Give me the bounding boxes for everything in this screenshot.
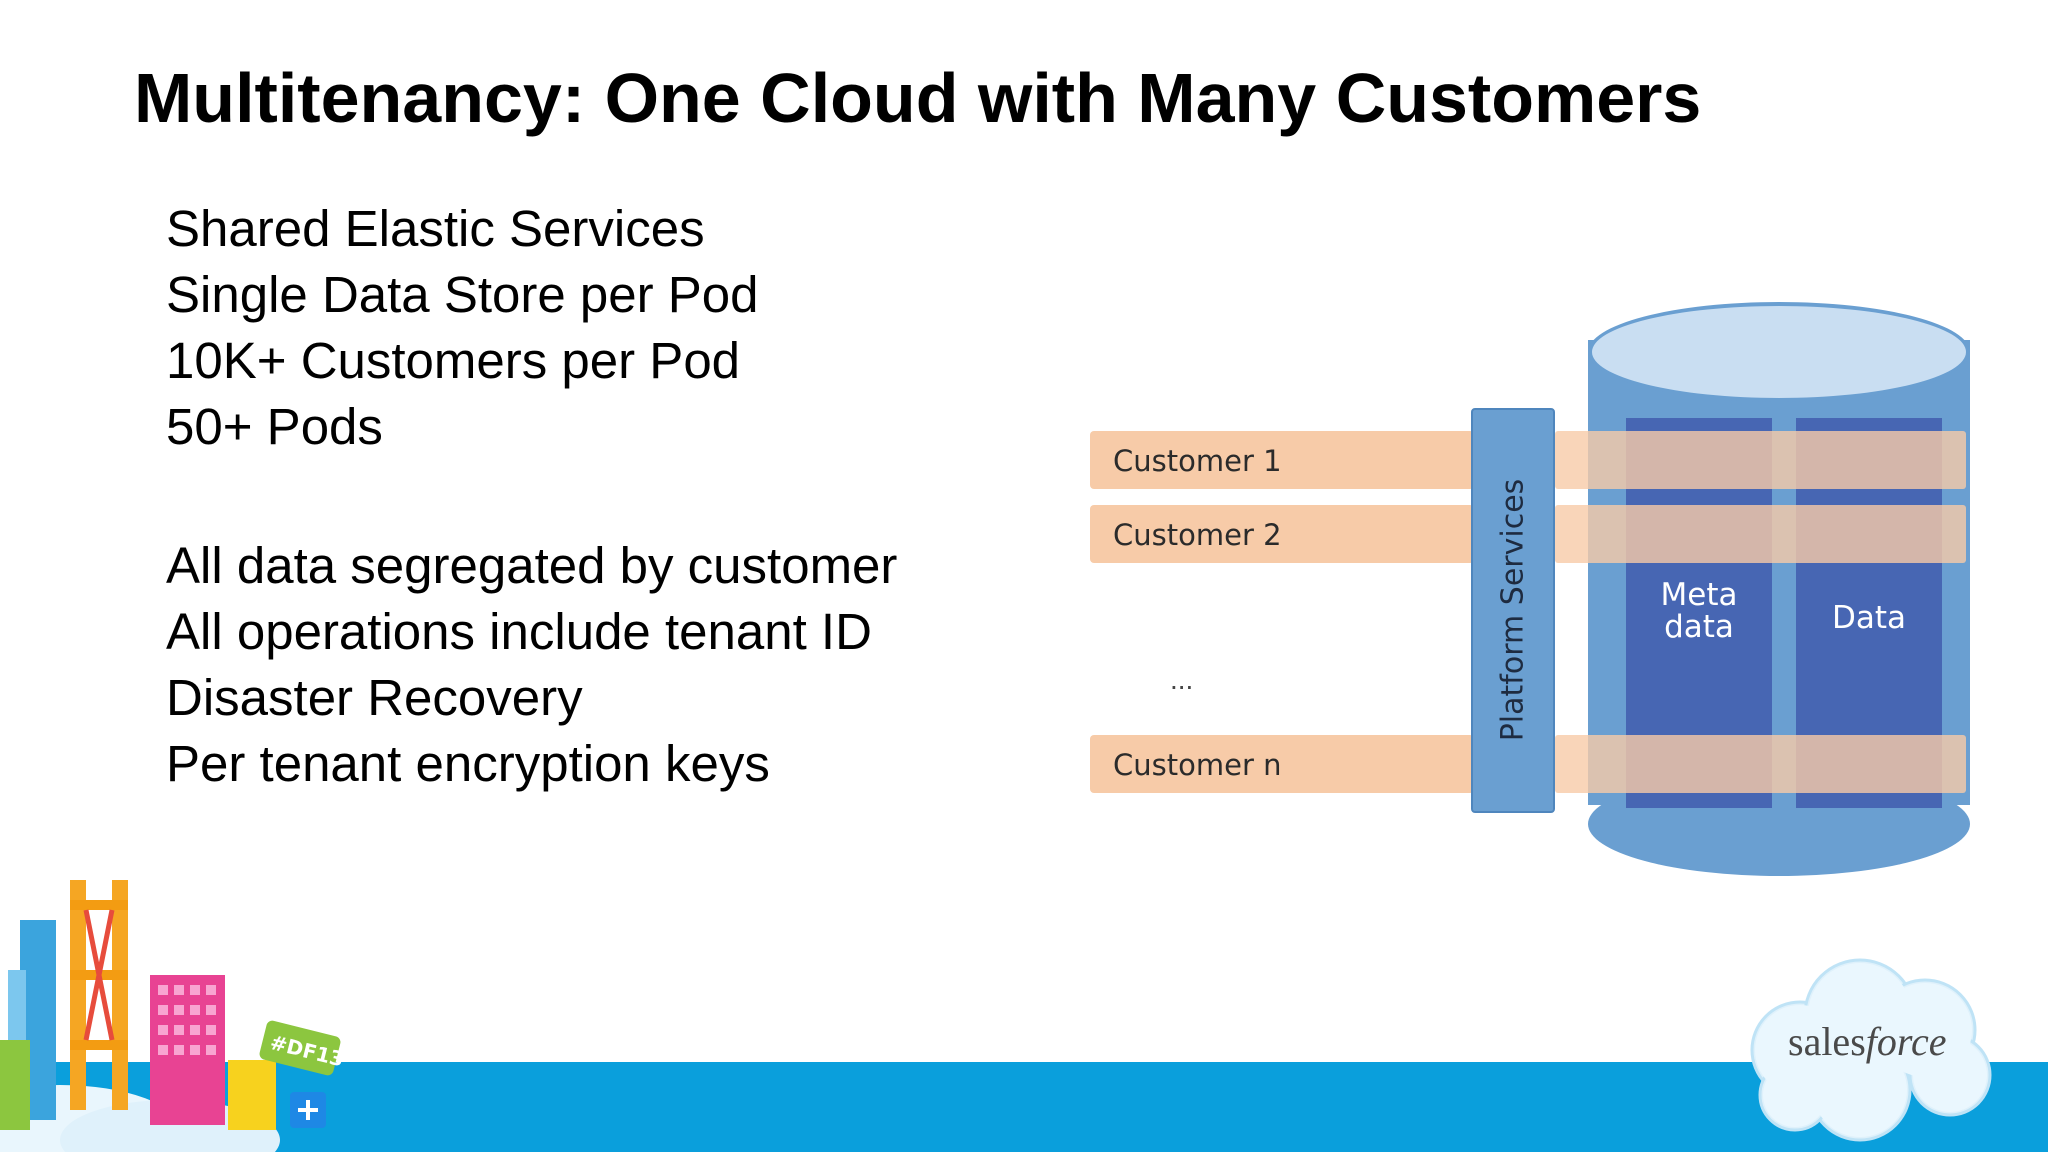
logo-text-sales: sales xyxy=(1788,1019,1866,1064)
customer-label: Customer 2 xyxy=(1113,518,1282,552)
logo-text-force: force xyxy=(1865,1019,1947,1064)
platform-services-bar xyxy=(1471,408,1555,813)
customer-band-1-overlay xyxy=(1555,431,1966,489)
customer-band-n-overlay xyxy=(1555,735,1966,793)
customer-label: Customer 1 xyxy=(1113,444,1282,478)
bullet-item: Disaster Recovery xyxy=(166,669,583,726)
bullet-item: 50+ Pods xyxy=(166,398,383,455)
ellipsis: ... xyxy=(1170,664,1194,695)
customer-band-n xyxy=(1090,735,1474,793)
metadata-label: Meta data xyxy=(1660,577,1738,645)
bullet-list-features: Shared Elastic Services Single Data Stor… xyxy=(166,196,759,460)
bullet-item: Per tenant encryption keys xyxy=(166,735,770,792)
data-label: Data xyxy=(1831,600,1907,636)
customer-band-1 xyxy=(1090,431,1474,489)
bullet-item: All operations include tenant ID xyxy=(166,603,872,660)
database-cylinder-top xyxy=(1588,302,1970,402)
bullet-item: Shared Elastic Services xyxy=(166,200,705,257)
customer-band-2 xyxy=(1090,505,1474,563)
footer-bar xyxy=(0,1062,2048,1152)
slide-title: Multitenancy: One Cloud with Many Custom… xyxy=(134,59,1702,137)
bullet-item: All data segregated by customer xyxy=(166,537,898,594)
city-skyline-icon: #DF13 xyxy=(0,880,346,1152)
salesforce-cloud-logo-icon xyxy=(1750,958,1992,1142)
bullet-item: Single Data Store per Pod xyxy=(166,266,759,323)
customer-label: Customer n xyxy=(1113,748,1282,782)
customer-band-2-overlay xyxy=(1555,505,1966,563)
bullet-item: 10K+ Customers per Pod xyxy=(166,332,741,389)
bullet-list-security: All data segregated by customer All oper… xyxy=(166,533,897,797)
platform-services-label: Platform Services xyxy=(1495,478,1531,742)
salesforce-logo-text: salesforce xyxy=(1788,1018,1946,1065)
